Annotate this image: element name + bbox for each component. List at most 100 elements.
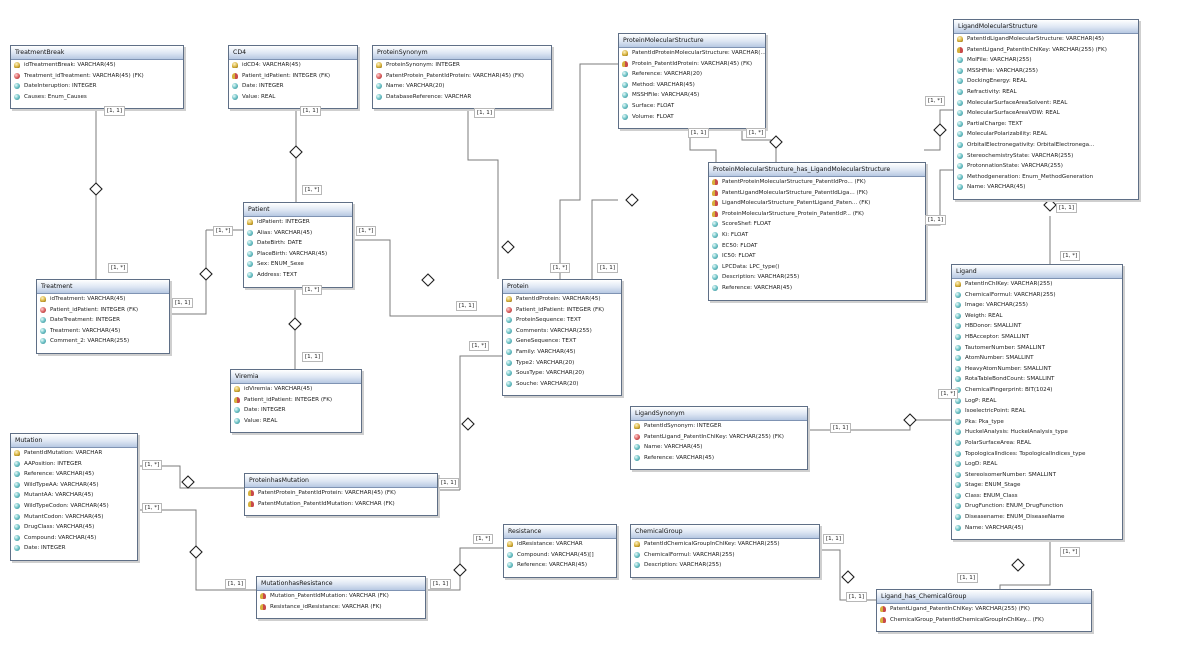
- table-column-row[interactable]: SousType: VARCHAR(20): [503, 368, 621, 379]
- table-column-row[interactable]: AAPosition: INTEGER: [11, 459, 137, 470]
- table-column-row[interactable]: Compound: VARCHAR(45): [11, 533, 137, 544]
- table-column-row[interactable]: idTreatmentBreak: VARCHAR(45): [11, 60, 183, 71]
- table-column-row[interactable]: DockingEnergy: REAL: [954, 76, 1138, 87]
- table-column-row[interactable]: Type2: VARCHAR(20): [503, 358, 621, 369]
- table-column-row[interactable]: WildTypeAA: VARCHAR(45): [11, 480, 137, 491]
- table-title[interactable]: ProteinMolecularStructure: [619, 34, 765, 48]
- table-column-row[interactable]: PatentInChIKey: VARCHAR(255): [952, 279, 1122, 290]
- table-column-row[interactable]: PatentIdMutation: VARCHAR: [11, 448, 137, 459]
- table-column-row[interactable]: DateTreatment: INTEGER: [37, 315, 169, 326]
- table-title[interactable]: LigandMolecularStructure: [954, 20, 1138, 34]
- table-column-row[interactable]: ProteinMolecularStructure_Protein_Patent…: [709, 209, 925, 220]
- table-column-row[interactable]: Comment_2: VARCHAR(255): [37, 336, 169, 347]
- table-column-row[interactable]: MutantAA: VARCHAR(45): [11, 490, 137, 501]
- table-column-row[interactable]: Treatment_idTreatment: VARCHAR(45) (FK): [11, 71, 183, 82]
- table-column-row[interactable]: Patient_idPatient: INTEGER (FK): [37, 305, 169, 316]
- table-column-row[interactable]: PatentLigand_PatentInChIKey: VARCHAR(255…: [954, 45, 1138, 56]
- table-column-row[interactable]: PlaceBirth: VARCHAR(45): [244, 249, 352, 260]
- table-column-row[interactable]: ProtonnationState: VARCHAR(255): [954, 161, 1138, 172]
- table-column-row[interactable]: MSSHFile: VARCHAR(255): [954, 66, 1138, 77]
- table-column-row[interactable]: StereoisomerNumber: SMALLINT: [952, 470, 1122, 481]
- table-column-row[interactable]: ScoreShef: FLOAT: [709, 219, 925, 230]
- table-title[interactable]: MutationhasResistance: [257, 577, 425, 591]
- table-column-row[interactable]: DatabaseReference: VARCHAR: [373, 92, 551, 103]
- table-title[interactable]: ProteinMolecularStructure_has_LigandMole…: [709, 163, 925, 177]
- table-column-row[interactable]: PatentLigand_PatentInChIKey: VARCHAR(255…: [877, 604, 1091, 615]
- table-column-row[interactable]: idCD4: VARCHAR(45): [229, 60, 357, 71]
- table-column-row[interactable]: PatentLigandMolecularStructure_PatentIdL…: [709, 188, 925, 199]
- table-column-row[interactable]: MSSHFile: VARCHAR(45): [619, 90, 765, 101]
- table-column-row[interactable]: idPatient: INTEGER: [244, 217, 352, 228]
- table-column-row[interactable]: HBAcceptor: SMALLINT: [952, 332, 1122, 343]
- table-column-row[interactable]: MutantCodon: VARCHAR(45): [11, 512, 137, 523]
- table-column-row[interactable]: Mutation_PatentIdMutation: VARCHAR (FK): [257, 591, 425, 602]
- table-column-row[interactable]: Refractivity: REAL: [954, 87, 1138, 98]
- table-column-row[interactable]: Image: VARCHAR(255): [952, 300, 1122, 311]
- table-column-row[interactable]: Reference: VARCHAR(45): [504, 560, 616, 571]
- table-column-row[interactable]: PolarSurfaceArea: REAL: [952, 438, 1122, 449]
- table-column-row[interactable]: Treatment: VARCHAR(45): [37, 326, 169, 337]
- table-column-row[interactable]: Resistance_idResistance: VARCHAR (FK): [257, 602, 425, 613]
- table-column-row[interactable]: PatentProtein_PatentIdProtein: VARCHAR(4…: [245, 488, 437, 499]
- table-column-row[interactable]: Reference: VARCHAR(45): [709, 283, 925, 294]
- table-column-row[interactable]: RotaTableBondCount: SMALLINT: [952, 374, 1122, 385]
- table-column-row[interactable]: Method: VARCHAR(45): [619, 80, 765, 91]
- table-column-row[interactable]: Reference: VARCHAR(20): [619, 69, 765, 80]
- table-column-row[interactable]: PatentLigand_PatentInChIKey: VARCHAR(255…: [631, 432, 807, 443]
- table-column-row[interactable]: GeneSequence: TEXT: [503, 336, 621, 347]
- table-column-row[interactable]: OrbitalElectronegativity: OrbitalElectro…: [954, 140, 1138, 151]
- table-column-row[interactable]: ChemicalFingerprint: BIT(1024): [952, 385, 1122, 396]
- table-column-row[interactable]: Patient_idPatient: INTEGER (FK): [229, 71, 357, 82]
- table-column-row[interactable]: idTreatment: VARCHAR(45): [37, 294, 169, 305]
- table-title[interactable]: TreatmentBreak: [11, 46, 183, 60]
- table-column-row[interactable]: HBDonor: SMALLINT: [952, 321, 1122, 332]
- table-title[interactable]: Resistance: [504, 525, 616, 539]
- table-column-row[interactable]: PatentIdLigandMolecularStructure: VARCHA…: [954, 34, 1138, 45]
- table-column-row[interactable]: Date: INTEGER: [11, 543, 137, 554]
- table-column-row[interactable]: Weigth: REAL: [952, 311, 1122, 322]
- table-column-row[interactable]: ProteinSynonym: INTEGER: [373, 60, 551, 71]
- table-pms-has-lms[interactable]: ProteinMolecularStructure_has_LigandMole…: [708, 162, 926, 301]
- table-column-row[interactable]: DrugFunction: ENUM_DrugFunction: [952, 501, 1122, 512]
- table-column-row[interactable]: Diseasename: ENUM_DiseaseName: [952, 512, 1122, 523]
- table-title[interactable]: Mutation: [11, 434, 137, 448]
- table-title[interactable]: Ligand_has_ChemicalGroup: [877, 590, 1091, 604]
- table-column-row[interactable]: LigandMolecularStructure_PatentLigand_Pa…: [709, 198, 925, 209]
- table-column-row[interactable]: ChemicalGroup_PatentIdChemicalGroupInChI…: [877, 615, 1091, 626]
- table-column-row[interactable]: LogP: REAL: [952, 396, 1122, 407]
- table-title[interactable]: Protein: [503, 280, 621, 294]
- table-column-row[interactable]: Description: VARCHAR(255): [709, 272, 925, 283]
- table-column-row[interactable]: StereochemistryState: VARCHAR(255): [954, 151, 1138, 162]
- table-column-row[interactable]: Reference: VARCHAR(45): [11, 469, 137, 480]
- table-column-row[interactable]: WildTypeCodon: VARCHAR(45): [11, 501, 137, 512]
- table-column-row[interactable]: Ki: FLOAT: [709, 230, 925, 241]
- table-column-row[interactable]: PatentIdProteinMolecularStructure: VARCH…: [619, 48, 765, 59]
- table-column-row[interactable]: PatentIdProtein: VARCHAR(45): [503, 294, 621, 305]
- table-column-row[interactable]: Patient_idPatient: INTEGER (FK): [503, 305, 621, 316]
- table-column-row[interactable]: Description: VARCHAR(255): [631, 560, 819, 571]
- table-column-row[interactable]: Comments: VARCHAR(255): [503, 326, 621, 337]
- table-column-row[interactable]: HuckelAnalysis: HuckelAnalysis_type: [952, 427, 1122, 438]
- table-column-row[interactable]: Reference: VARCHAR(45): [631, 453, 807, 464]
- table-column-row[interactable]: IsoelectricPoint: REAL: [952, 406, 1122, 417]
- table-column-row[interactable]: idResistance: VARCHAR: [504, 539, 616, 550]
- table-column-row[interactable]: Stage: ENUM_Stage: [952, 480, 1122, 491]
- table-title[interactable]: LigandSynonym: [631, 407, 807, 421]
- table-column-row[interactable]: Patient_idPatient: INTEGER (FK): [231, 395, 361, 406]
- table-column-row[interactable]: DateBirth: DATE: [244, 238, 352, 249]
- table-column-row[interactable]: Volume: FLOAT: [619, 112, 765, 123]
- table-column-row[interactable]: Alias: VARCHAR(45): [244, 228, 352, 239]
- table-title[interactable]: ChemicalGroup: [631, 525, 819, 539]
- table-column-row[interactable]: Family: VARCHAR(45): [503, 347, 621, 358]
